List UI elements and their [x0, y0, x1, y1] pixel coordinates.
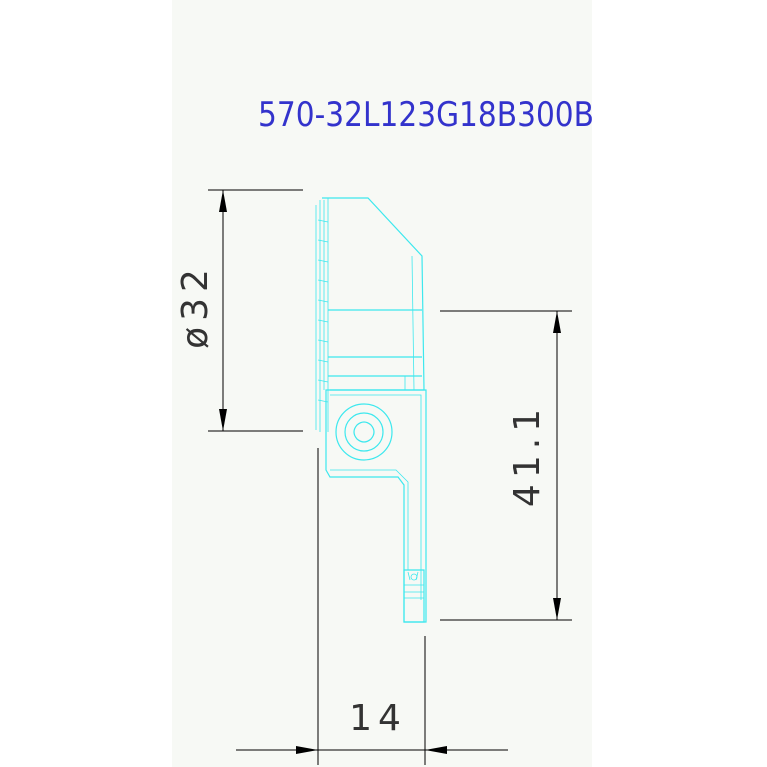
width-arrow-right [425, 746, 447, 754]
height-arrow-top [553, 311, 561, 333]
screw-head-inner [344, 412, 384, 452]
diameter-arrow-top [219, 190, 227, 212]
part-number-title: 570-32L123G18B300B [258, 95, 594, 135]
diameter-arrow-bottom [219, 409, 227, 431]
clamp-body-section-lines [328, 309, 422, 377]
clamp-body-ribs [317, 219, 329, 403]
tool-outline [315, 197, 427, 623]
diameter-dimension: ø32 [175, 189, 303, 432]
height-arrow-bottom [553, 598, 561, 620]
insert-outline [403, 569, 425, 623]
clamp-body-edge-lines [315, 198, 329, 432]
insert-pin [410, 573, 418, 581]
sheet-background [172, 0, 592, 767]
screw-housing-inner-edge [330, 394, 422, 600]
width-dimension: 14 [236, 448, 508, 765]
screw-torx-socket [353, 421, 375, 443]
width-arrow-left [296, 746, 318, 754]
width-label: 14 [349, 698, 407, 739]
screw-head-outer [335, 403, 393, 461]
insert-details [404, 571, 424, 599]
screw-housing-outline [325, 389, 427, 623]
height-dimension: 41.1 [440, 310, 572, 621]
height-label: 41.1 [507, 403, 548, 507]
clamp-body-inner-lines [404, 255, 415, 391]
diameter-label: ø32 [175, 263, 216, 349]
